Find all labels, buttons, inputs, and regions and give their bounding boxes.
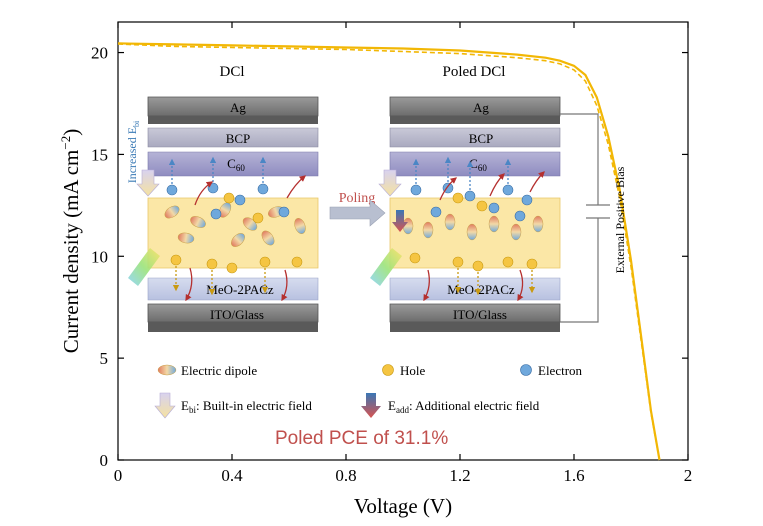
x-tick-label: 1.6	[563, 466, 584, 485]
poling-arrow	[329, 199, 386, 227]
right-holes	[409, 192, 538, 272]
right-bcp-label: BCP	[469, 131, 494, 146]
external-bias-circuit	[560, 113, 610, 323]
right-device-title: Poled DCl	[443, 64, 506, 80]
x-axis-ticks: 0 0.4 0.8 1.2 1.6 2	[114, 22, 693, 485]
right-bcp-layer	[389, 127, 561, 148]
right-light-beam	[370, 248, 402, 286]
y-tick-label: 15	[91, 145, 108, 164]
x-tick-label: 0.8	[335, 466, 356, 485]
jv-curves	[117, 42, 661, 461]
left-device-title: DCl	[219, 64, 244, 80]
right-ito-side	[390, 322, 560, 332]
y-axis-label: Current density (mA cm−2)	[58, 129, 83, 353]
plot-axes: 0 0.4 0.8 1.2 1.6 2 0 5 10 15 20 Voltage (V) Curr…	[58, 21, 693, 518]
left-c60-label: C60	[227, 156, 245, 173]
right-carrier-arrows	[412, 156, 545, 302]
left-light-beam	[128, 248, 160, 286]
x-tick-label: 0	[114, 466, 123, 485]
poling-label: Poling	[339, 191, 376, 206]
x-axis-label: Voltage (V)	[354, 494, 452, 518]
y-tick-label: 5	[100, 349, 109, 368]
left-ag-side	[148, 116, 318, 124]
left-ag-label: Ag	[230, 100, 246, 115]
dipole-icon	[157, 364, 177, 376]
electron-icon	[520, 364, 532, 376]
left-bcp-label: BCP	[226, 131, 251, 146]
left-ito-side	[148, 322, 318, 332]
right-stack: Ag BCP C60 MeO-2PACz ITO/Glass	[370, 96, 561, 332]
legend-hole-label: Hole	[400, 363, 426, 378]
plot-frame	[117, 21, 689, 461]
inset-legend: Electric dipole Hole Electron Ebi: Built…	[154, 363, 583, 419]
right-ebi-arrow	[378, 169, 402, 197]
legend-ebi: Ebi: Built-in electric field	[154, 392, 312, 419]
y-axis-ticks: 0 5 10 15 20	[91, 44, 688, 470]
left-ito-label: ITO/Glass	[210, 307, 264, 322]
left-c60-layer	[147, 151, 319, 177]
x-tick-label: 1.2	[449, 466, 470, 485]
right-c60-label: C60	[469, 156, 487, 173]
right-c60-layer	[389, 151, 561, 177]
legend-eadd-label: Eadd: Additional electric field	[388, 398, 540, 415]
legend-hole: Hole	[382, 363, 426, 378]
x-tick-label: 0.4	[221, 466, 243, 485]
left-stack: Ag BCP C60 MeO-2PACz ITO/Glass	[125, 96, 319, 332]
jv-curve-solid	[117, 42, 661, 461]
legend-ebi-label: Ebi: Built-in electric field	[181, 398, 312, 415]
y-tick-label: 10	[91, 247, 108, 266]
external-bias-label: External Positive Bias	[613, 166, 627, 273]
right-ito-label: ITO/Glass	[453, 307, 507, 322]
increased-ebi-label: Increased Ebi	[125, 120, 141, 183]
right-additional-field-arrows	[392, 210, 408, 232]
y-tick-label: 20	[91, 44, 108, 63]
left-htl-label: MeO-2PACz	[206, 282, 274, 297]
left-holes	[170, 192, 303, 274]
legend-eadd: Eadd: Additional electric field	[361, 393, 540, 418]
eadd-arrow-icon	[361, 393, 381, 418]
left-bcp-layer	[147, 127, 319, 148]
legend-electron: Electron	[520, 363, 583, 378]
y-tick-label: 0	[100, 451, 109, 470]
left-carrier-arrows	[168, 156, 307, 302]
increased-ebi-arrow	[136, 169, 160, 197]
ebi-arrow-icon	[154, 392, 176, 419]
legend-dipole-label: Electric dipole	[181, 363, 257, 378]
right-ag-side	[390, 116, 560, 124]
hole-icon	[382, 364, 394, 376]
legend-electron-label: Electron	[538, 363, 583, 378]
legend-dipole: Electric dipole	[157, 363, 257, 378]
right-ag-label: Ag	[473, 100, 489, 115]
jv-curve-dashed	[117, 43, 661, 461]
pce-annotation: Poled PCE of 31.1%	[275, 428, 448, 449]
device-schematic: DCl Poled DCl Ag BCP C60 MeO-2PACz ITO/G…	[125, 64, 627, 449]
x-tick-label: 2	[684, 466, 693, 485]
